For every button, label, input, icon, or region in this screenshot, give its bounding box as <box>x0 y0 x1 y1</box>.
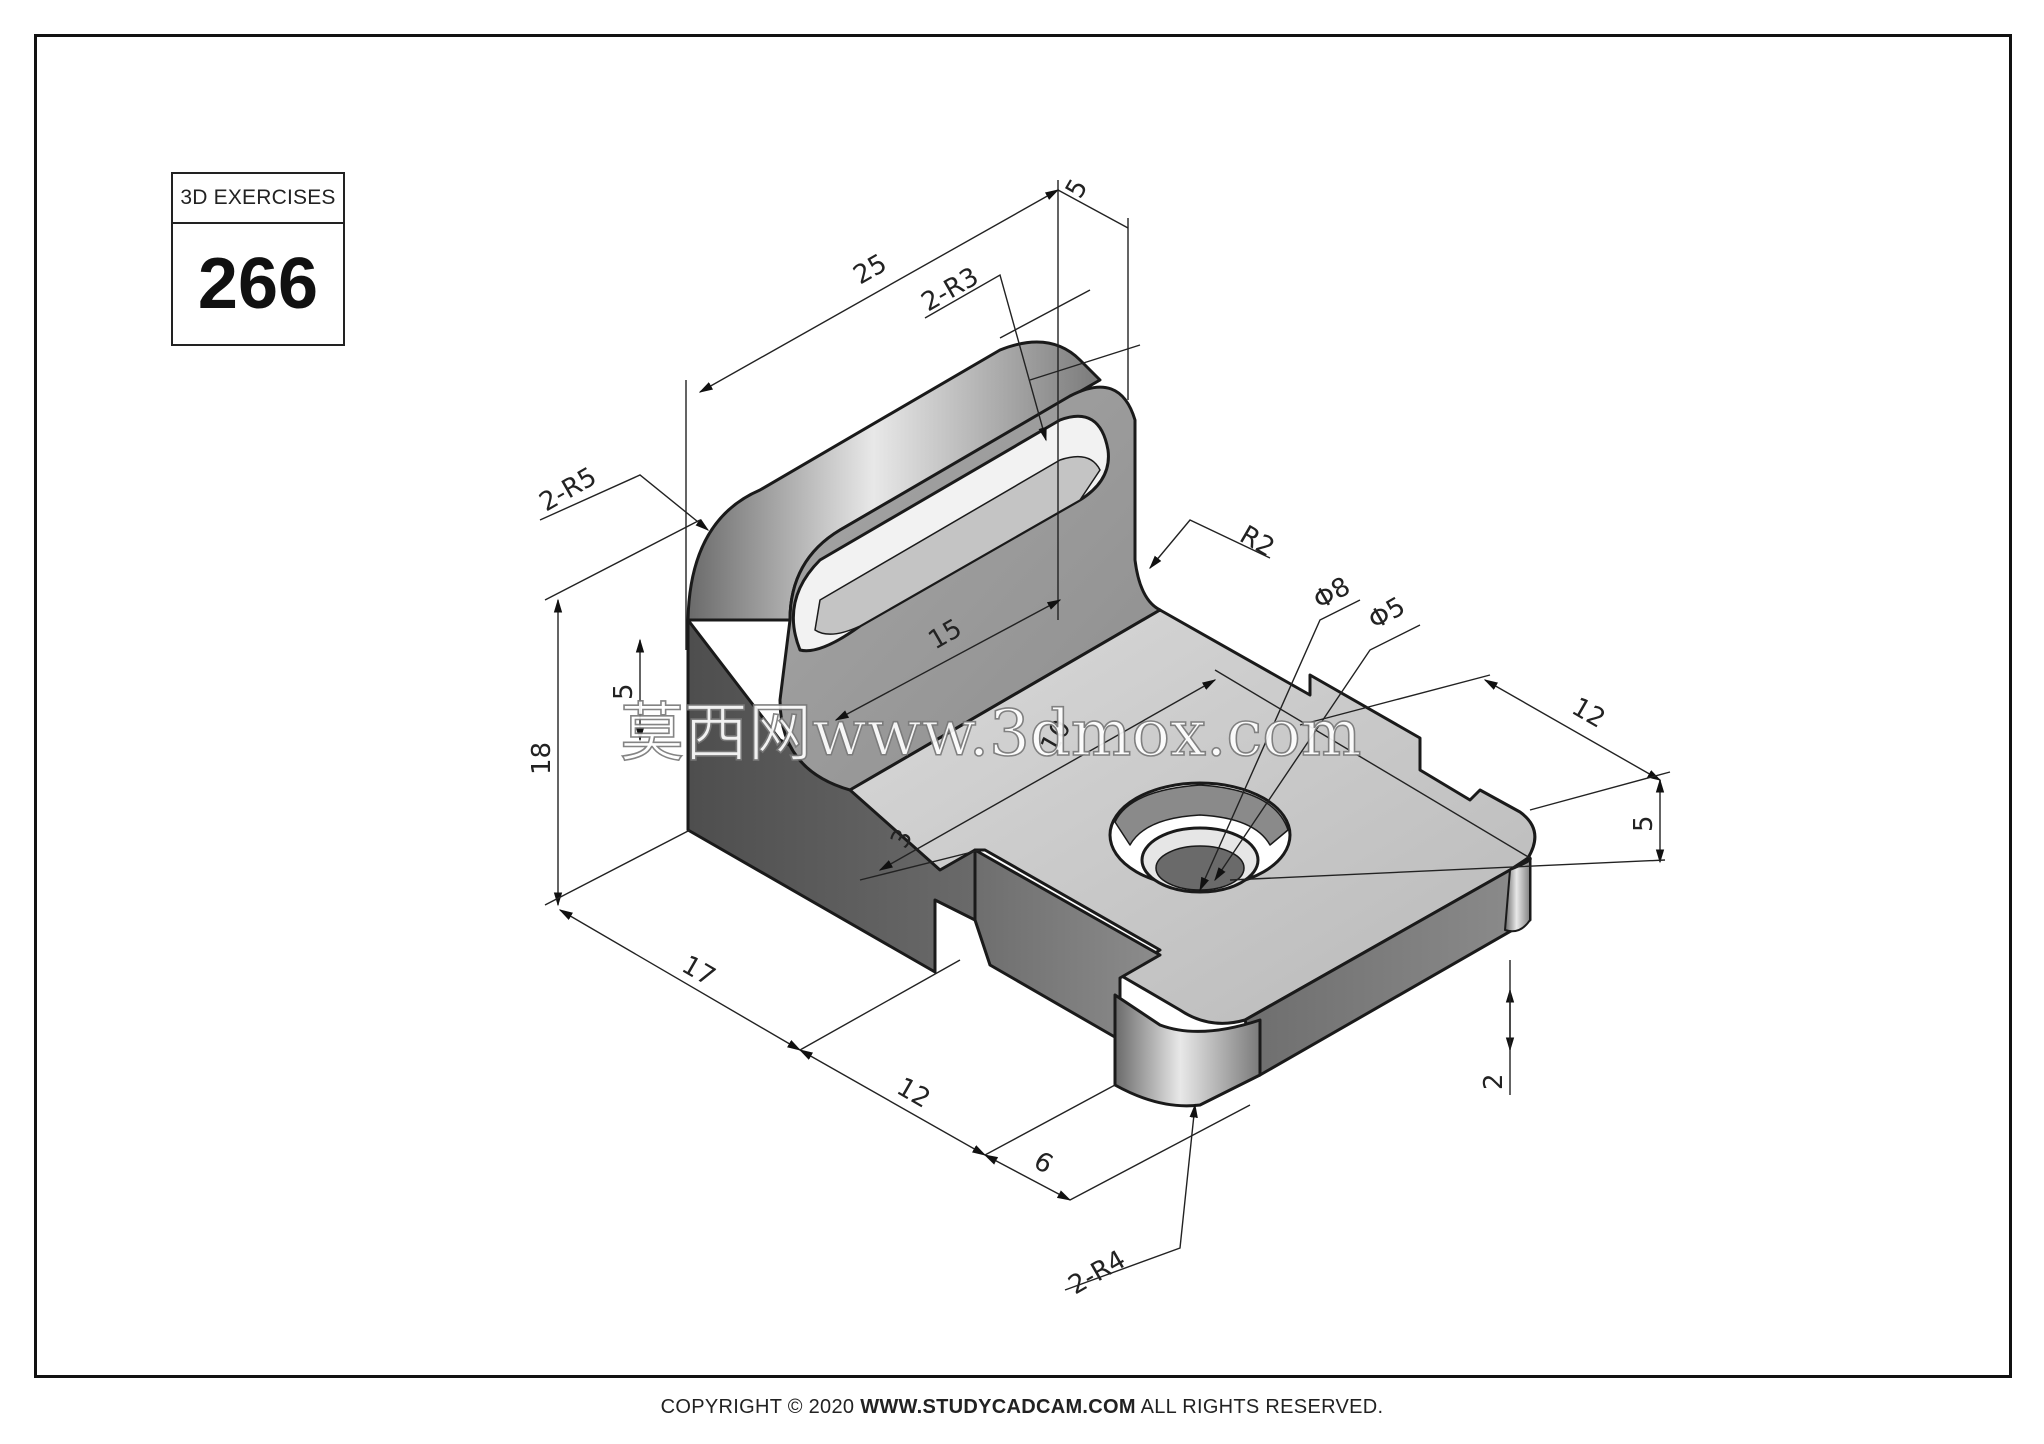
dim-17: 17 <box>677 950 721 993</box>
footer-suffix: ALL RIGHTS RESERVED. <box>1135 1396 1384 1418</box>
dim-12-bottom: 12 <box>892 1072 936 1115</box>
base-corner-round <box>1504 857 1532 933</box>
drawing-frame <box>34 34 2012 1378</box>
watermark: 莫西网www.3dmox.com <box>620 697 1362 771</box>
dimension-lines <box>539 180 1671 1291</box>
through-hole-inner <box>1155 845 1245 891</box>
exercise-badge: 3D EXERCISES 266 <box>171 172 345 346</box>
dim-18: 18 <box>527 742 557 775</box>
footer-prefix: COPYRIGHT © 2020 <box>660 1396 861 1418</box>
dim-phi5: Φ5 <box>1364 592 1411 636</box>
dim-12-right: 12 <box>1567 692 1611 735</box>
dim-2-r5: 2-R5 <box>535 462 602 518</box>
copyright-footer: COPYRIGHT © 2020 WWW.STUDYCADCAM.COM ALL… <box>0 1396 2044 1419</box>
dim-6: 6 <box>1029 1146 1058 1180</box>
tab-front-face <box>1113 993 1262 1108</box>
part-solid <box>686 340 1537 1108</box>
dim-25: 25 <box>849 249 893 292</box>
badge-label: 3D EXERCISES <box>173 174 343 224</box>
dim-5-left: 5 <box>609 683 639 700</box>
dim-2-r4: 2-R4 <box>1064 1245 1131 1301</box>
dim-r2: R2 <box>1235 520 1280 563</box>
dim-2: 2 <box>1479 1073 1509 1090</box>
dim-2-r3: 2-R3 <box>917 262 984 318</box>
slot-inner-shade <box>814 455 1101 635</box>
badge-number: 266 <box>197 244 319 324</box>
dim-5-top: 5 <box>1060 174 1094 203</box>
dim-phi8: Φ8 <box>1309 572 1356 616</box>
footer-site-link[interactable]: WWW.STUDYCADCAM.COM <box>860 1396 1136 1418</box>
dim-5-right: 5 <box>1629 815 1659 832</box>
